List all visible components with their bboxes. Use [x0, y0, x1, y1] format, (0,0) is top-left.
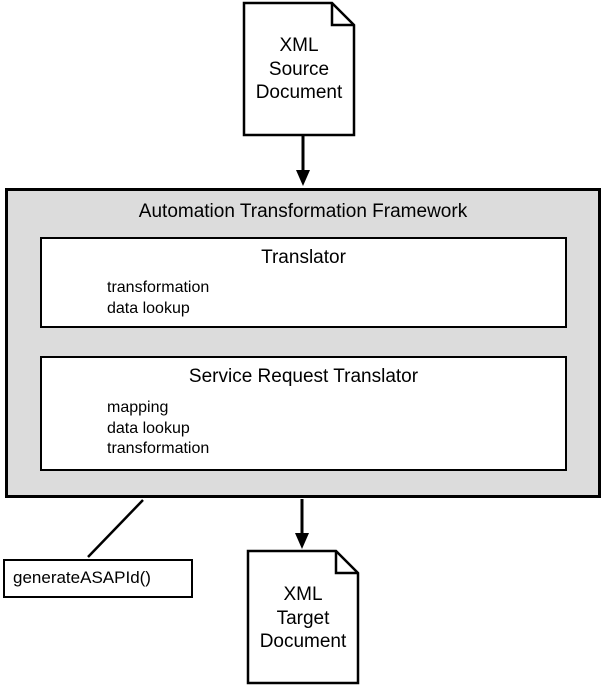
translator-title: Translator — [261, 247, 346, 268]
arrow-framework-to-target — [295, 499, 309, 549]
service-request-translator-box: Service Request Translator mapping data … — [40, 356, 567, 471]
source-document-line: Source — [268, 58, 330, 80]
target-document-shape — [246, 549, 360, 685]
list-item: transformation — [107, 279, 210, 296]
automation-transformation-framework: Automation Transformation Framework Tran… — [5, 188, 601, 498]
target-document-label: XML Target Document — [248, 583, 358, 654]
arrow-source-to-framework — [296, 135, 310, 186]
list-item: mapping — [107, 399, 169, 416]
target-document-line: Target — [276, 607, 330, 629]
list-item: data lookup — [107, 299, 190, 317]
target-document-line: Document — [259, 631, 347, 652]
source-document-line: XML — [279, 35, 319, 56]
list-item: data lookup — [107, 419, 190, 437]
source-document-shape — [242, 1, 356, 137]
translator-items: transformation data lookup — [107, 278, 209, 319]
framework-title: Automation Transformation Framework — [138, 201, 468, 222]
service-request-translator-title: Service Request Translator — [188, 366, 419, 387]
list-item: transformation — [107, 440, 210, 457]
service-request-translator-items: mapping data lookup transformation — [107, 398, 209, 460]
connector-framework-to-method — [87, 499, 144, 558]
target-document-line: XML — [283, 584, 323, 605]
source-document-label: XML Source Document — [244, 34, 354, 105]
translator-box: Translator transformation data lookup — [40, 237, 567, 328]
generate-asap-id-box: generateASAPId() — [3, 559, 193, 598]
source-document-line: Document — [255, 82, 343, 103]
